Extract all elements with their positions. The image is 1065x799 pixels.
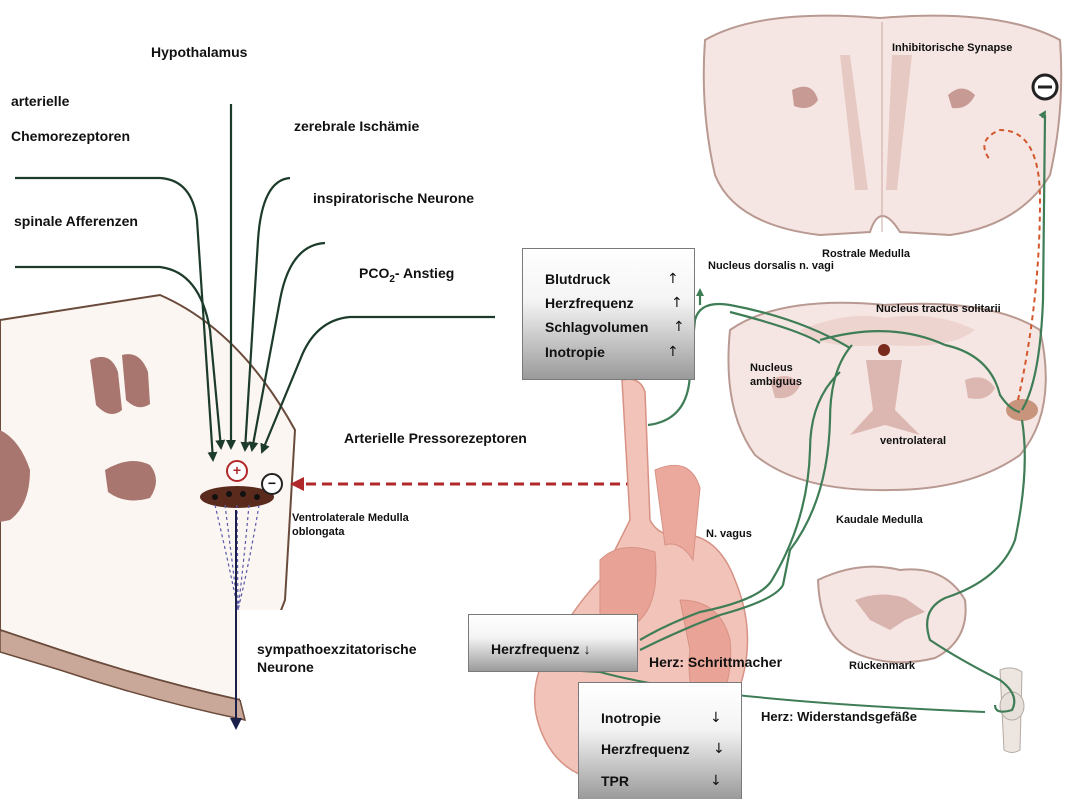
effect-name: Schlagvolumen xyxy=(545,319,648,335)
arrow-up-icon: ↑ xyxy=(667,344,679,360)
input-spinal-label: spinale Afferenzen xyxy=(14,213,138,229)
nucleus-tractus-label: Nucleus tractus solitarii xyxy=(876,303,1001,315)
input-pco2-label: PCO2- Anstieg xyxy=(359,265,454,285)
caudal-medulla-label: Kaudale Medulla xyxy=(836,514,923,526)
nucleus-dorsalis-label: Nucleus dorsalis n. vagi xyxy=(708,259,843,273)
arrow-down-icon: ↓ xyxy=(713,741,725,757)
inhibitory-synapse-label: Inhibitorische Synapse xyxy=(892,42,1012,54)
minus-sign: − xyxy=(266,475,278,491)
effect-name: Herzfrequenz xyxy=(601,741,690,757)
sympathetic-label-line1: sympathoexzitatorische xyxy=(257,641,417,657)
arrow-up-icon: ↑ xyxy=(673,319,685,335)
effects-box-increase: Blutdruck↑ Herzfrequenz↑ Schlagvolumen↑ … xyxy=(522,248,695,380)
input-hypothalamus-label: Hypothalamus xyxy=(151,44,247,60)
input-inspiratory-label: inspiratorische Neurone xyxy=(313,190,474,206)
effect-name: Herzfrequenz xyxy=(545,295,634,311)
arrow-down-icon: ↓ xyxy=(710,710,722,726)
arrow-down-icon: ↓ xyxy=(710,773,722,789)
medulla-nucleus-3 xyxy=(105,461,156,500)
resistance-vessels-label: Herz: Widerstandsgefäße xyxy=(761,709,917,724)
effect-name: Inotropie xyxy=(545,344,605,360)
input-ischemia-label: zerebrale Ischämie xyxy=(294,118,419,134)
vlm-neuron xyxy=(212,494,218,500)
effects-box-decrease: Inotropie ↓ Herzfrequenz ↓ TPR ↓ xyxy=(578,682,742,799)
vlm-neuron xyxy=(254,494,260,500)
effects-box-heart-rate: Herzfrequenz ↓ xyxy=(468,614,638,672)
input-chemoreceptors-label-line2: Chemorezeptoren xyxy=(11,128,130,144)
vlm-neuron xyxy=(240,491,246,497)
arrow-up-icon: ↑ xyxy=(667,271,679,287)
vlm-label-line2: oblongata xyxy=(292,526,345,538)
vagus-nerve-label: N. vagus xyxy=(706,528,752,540)
pco2-text: PCO xyxy=(359,265,389,281)
plus-sign: + xyxy=(231,462,243,478)
effect-name: Herzfrequenz ↓ xyxy=(491,641,591,657)
nucleus-ambiguus-label-line2: ambiguus xyxy=(750,376,802,388)
effect-name: Blutdruck xyxy=(545,271,610,287)
baroreceptors-label: Arterielle Pressorezeptoren xyxy=(344,430,527,446)
spinal-cord-label: Rückenmark xyxy=(849,660,915,672)
vlm-label-line1: Ventrolaterale Medulla xyxy=(292,512,409,524)
pacemaker-label: Herz: Schrittmacher xyxy=(649,654,782,670)
ventrolateral-label: ventrolateral xyxy=(880,435,946,447)
input-chemoreceptors-label-line1: arterielle xyxy=(11,93,69,109)
vlm-neuron xyxy=(226,491,232,497)
effect-name: Inotropie xyxy=(601,710,661,726)
nucleus-ambiguus-label-line1: Nucleus xyxy=(750,362,793,374)
pco2-suffix: - Anstieg xyxy=(395,265,454,281)
effect-name: TPR xyxy=(601,773,629,789)
arrow-up-icon: ↑ xyxy=(671,295,683,311)
sympathetic-label-line2: Neurone xyxy=(257,659,314,675)
